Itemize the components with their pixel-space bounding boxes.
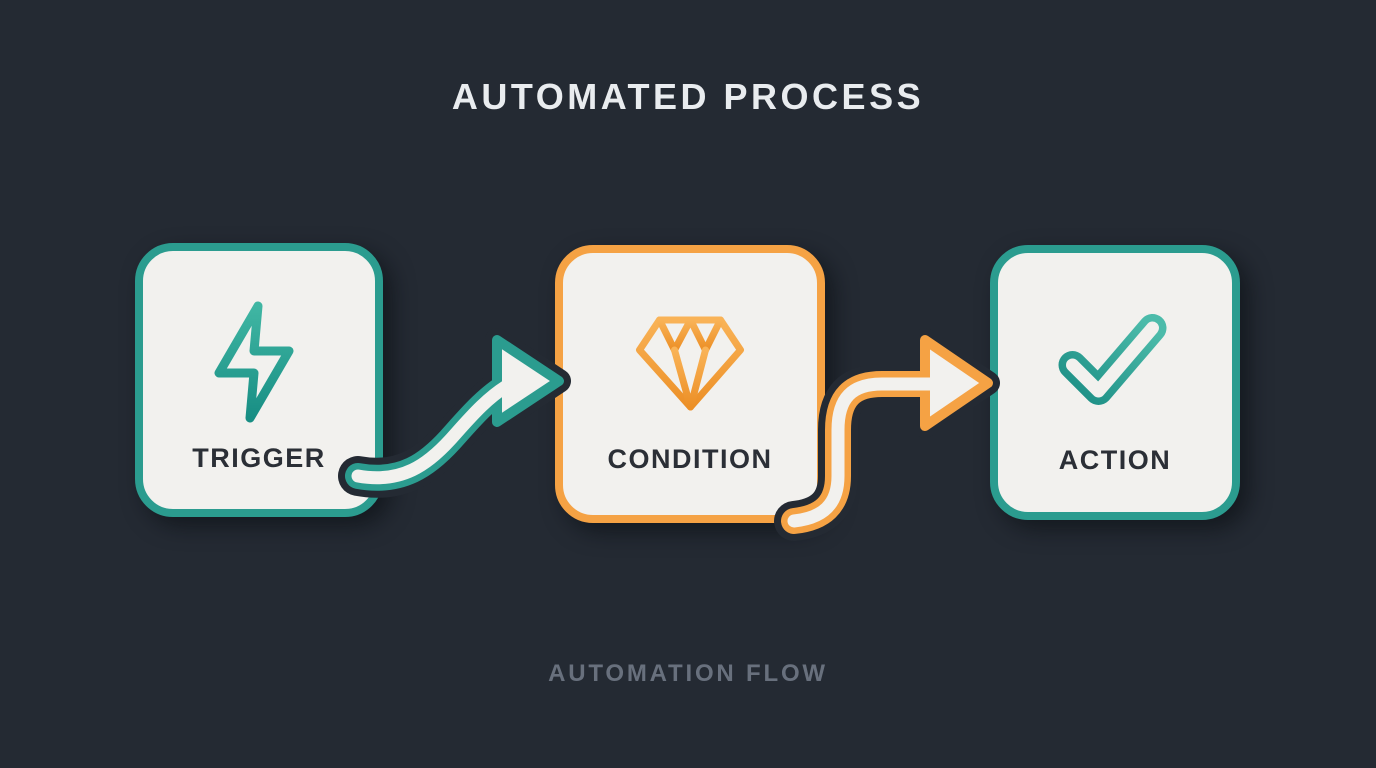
trigger-node-label: TRIGGER: [192, 443, 326, 473]
trigger-node-card: TRIGGER: [135, 243, 383, 517]
diagram-title: AUTOMATED PROCESS: [451, 76, 925, 117]
action-node-label: ACTION: [1058, 445, 1172, 475]
footer-caption: AUTOMATION FLOW: [548, 660, 828, 687]
lightning-bolt-icon: [214, 301, 294, 423]
arrow-trigger-to-condition: [338, 328, 571, 498]
action-node-card: ACTION: [990, 245, 1240, 520]
checkmark-icon: [1058, 314, 1167, 405]
condition-node-card: CONDITION: [555, 245, 825, 523]
diamond-icon: [636, 316, 744, 411]
condition-node-label: CONDITION: [607, 444, 773, 474]
